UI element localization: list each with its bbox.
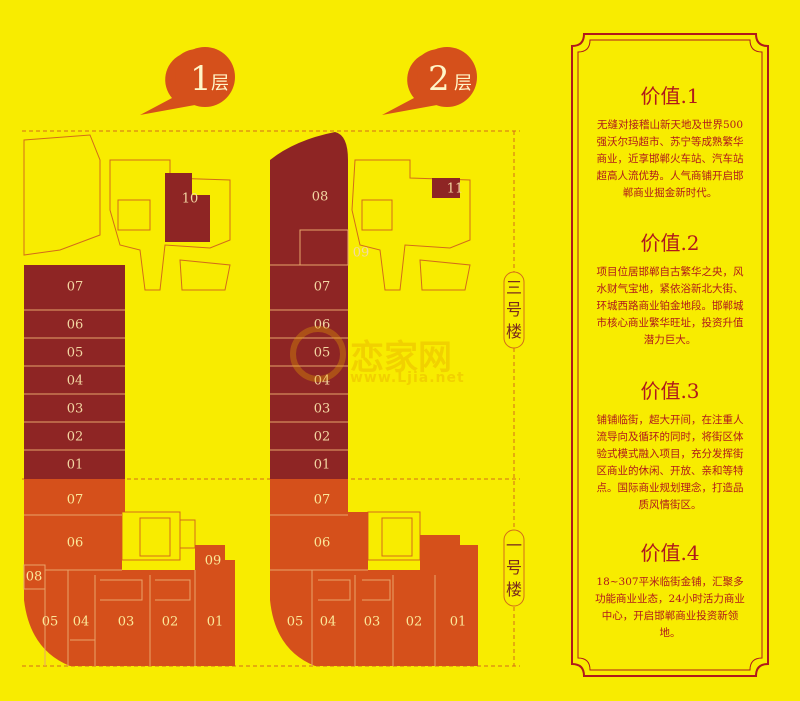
- unit-label: 04: [320, 615, 337, 630]
- unit-label: 07: [67, 280, 84, 295]
- floor-2-plan: 11 08 09 07 06 05 04 03 02 01: [270, 132, 478, 666]
- unit-label: 02: [162, 615, 179, 630]
- watermark-url: www.Ljia.net: [350, 370, 465, 386]
- floor-1-suffix: 层: [211, 73, 229, 94]
- floor-1-plan: 10 07 06 05 04 03 02 01: [23, 134, 235, 666]
- unit-label: 09: [353, 246, 370, 261]
- value-panel: 价值.1 无缝对接稽山新天地及世界500强沃尔玛超市、苏宁等成熟繁华商业，近享邯…: [570, 32, 770, 678]
- value-title-1: 价值.1: [640, 84, 700, 108]
- unit-label: 04: [67, 374, 84, 389]
- building-1-label: 一 号 楼: [503, 529, 525, 607]
- unit-label: 03: [67, 402, 84, 417]
- floor-2-bubble: 2 层: [382, 47, 477, 115]
- svg-text:号: 号: [506, 558, 522, 577]
- unit-label: 03: [118, 615, 135, 630]
- unit-label: 01: [67, 458, 84, 473]
- building-3-label: 三 号 楼: [503, 271, 525, 349]
- svg-text:楼: 楼: [506, 322, 522, 341]
- unit-label: 01: [450, 615, 467, 630]
- value-title-3: 价值.3: [640, 379, 700, 403]
- unit-f2-11: [432, 178, 460, 198]
- watermark-brand: 恋家网: [350, 338, 452, 378]
- unit-label: 01: [207, 615, 224, 630]
- panel-frame: [571, 33, 769, 677]
- unit-label: 01: [314, 458, 331, 473]
- value-block-2: 价值.2 项目位居邯郸自古繁华之央，风水财气宝地，紧依浴新北大街、环城西路商业铂…: [592, 227, 748, 349]
- unit-label: 08: [26, 570, 43, 585]
- unit-label: 05: [287, 615, 304, 630]
- value-body-2: 项目位居邯郸自古繁华之央，风水财气宝地，紧依浴新北大街、环城西路商业铂金地段。邯…: [596, 266, 744, 346]
- unit-label: 06: [67, 536, 84, 551]
- value-body-3: 铺铺临街，超大开间，在注重人流导向及循环的同时，将街区体验式模式融入项目，充分发…: [596, 414, 744, 511]
- unit-label: 07: [314, 280, 331, 295]
- floor-1-number: 1: [190, 59, 212, 99]
- unit-label: 08: [312, 190, 329, 205]
- watermark: 恋家网 www.Ljia.net: [290, 322, 510, 392]
- floor-2-suffix: 层: [454, 73, 472, 94]
- unit-f1-10: [165, 173, 210, 242]
- unit-label: 05: [67, 346, 84, 361]
- unit-label: 06: [314, 536, 331, 551]
- value-title-2: 价值.2: [640, 231, 700, 255]
- unit-f2-11-label: 11: [447, 182, 464, 197]
- value-title-4: 价值.4: [640, 541, 700, 565]
- floor-1-bubble: 1 层: [140, 47, 235, 115]
- unit-label: 02: [314, 430, 331, 445]
- watermark-logo-icon: [290, 326, 346, 382]
- unit-label: 07: [314, 493, 331, 508]
- unit-label: 06: [67, 318, 84, 333]
- svg-text:一: 一: [506, 536, 522, 555]
- value-body-1: 无缝对接稽山新天地及世界500强沃尔玛超市、苏宁等成熟繁华商业，近享邯郸火车站、…: [596, 119, 744, 199]
- unit-label: 05: [42, 615, 59, 630]
- unit-label: 02: [406, 615, 423, 630]
- floor-2-number: 2: [428, 59, 450, 99]
- unit-f1-10-label: 10: [182, 192, 199, 207]
- value-block-1: 价值.1 无缝对接稽山新天地及世界500强沃尔玛超市、苏宁等成熟繁华商业，近享邯…: [592, 80, 748, 202]
- value-block-4: 价值.4 18~307平米临街金铺，汇聚多功能商业业态，24小时活力商业中心，开…: [592, 537, 748, 642]
- unit-label: 04: [73, 615, 90, 630]
- unit-label: 09: [205, 554, 222, 569]
- unit-label: 03: [364, 615, 381, 630]
- value-block-3: 价值.3 铺铺临街，超大开间，在注重人流导向及循环的同时，将街区体验式模式融入项…: [592, 375, 748, 514]
- svg-text:楼: 楼: [506, 580, 522, 599]
- value-body-4: 18~307平米临街金铺，汇聚多功能商业业态，24小时活力商业中心，开启邯郸商业…: [595, 576, 745, 639]
- unit-label: 03: [314, 402, 331, 417]
- unit-label: 02: [67, 430, 84, 445]
- svg-text:三: 三: [506, 278, 522, 297]
- unit-label: 07: [67, 493, 84, 508]
- svg-text:号: 号: [506, 300, 522, 319]
